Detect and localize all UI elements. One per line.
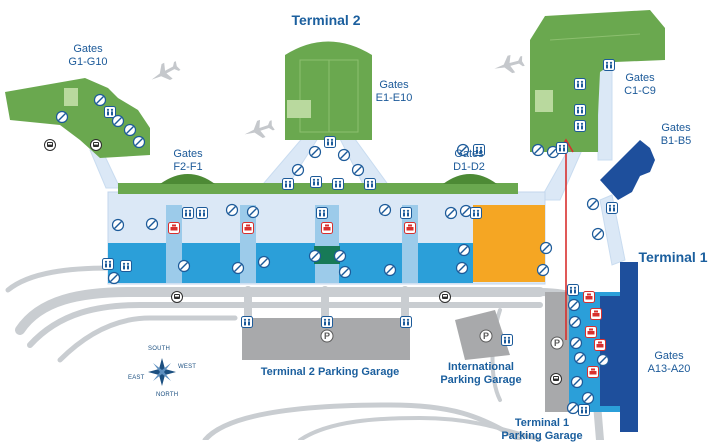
compass-east: EAST <box>128 375 145 381</box>
parking-symbol-intl: P <box>483 331 489 341</box>
compass-south: SOUTH <box>148 346 170 352</box>
terminal-2-label: Terminal 2 <box>291 12 361 28</box>
terminal-2-blue-band <box>108 243 473 283</box>
gates-f-dome <box>160 174 215 184</box>
gates-e-concourse <box>285 41 372 140</box>
international-area <box>473 205 545 282</box>
terminal-1-label: Terminal 1 <box>638 249 708 265</box>
terminal-1-concourse <box>545 262 638 432</box>
compass-west: WEST <box>178 364 197 370</box>
compass-rose <box>148 358 176 386</box>
parking-symbols: P P P <box>320 329 564 350</box>
security-checkpoint <box>314 246 340 264</box>
terminal-2-green-band <box>118 183 518 194</box>
gates-d-dome <box>443 174 497 184</box>
gates-b-concourse <box>600 140 655 200</box>
parking-symbol-t1: P <box>554 338 560 348</box>
airplane-icon <box>492 52 526 78</box>
parking-garages <box>242 310 510 360</box>
terminal-2-garage-label: Terminal 2 Parking Garage <box>260 366 400 378</box>
airplane-icon <box>147 57 183 88</box>
airplane-icon <box>241 116 276 143</box>
gates-g-concourse <box>5 78 150 158</box>
gates-c-concourse <box>530 10 665 152</box>
compass-north: NORTH <box>156 392 179 398</box>
parking-symbol-t2: P <box>324 331 330 341</box>
